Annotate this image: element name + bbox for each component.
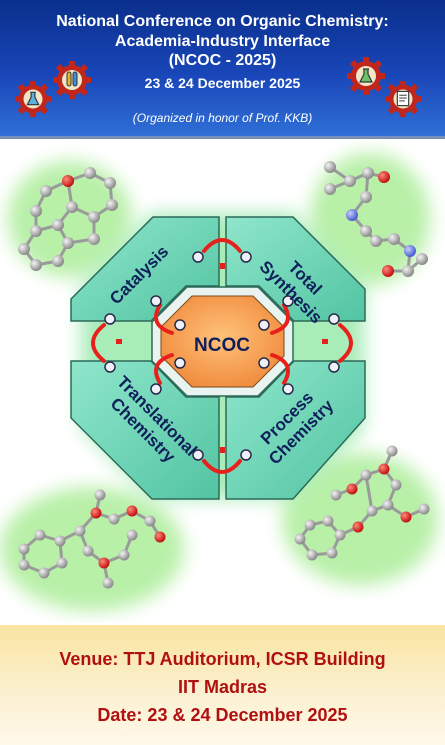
footer-date-text: Date: 23 & 24 December 2025 xyxy=(97,705,348,725)
header-banner: National Conference on Organic Chemistry… xyxy=(0,0,445,139)
institute-text: IIT Madras xyxy=(177,677,268,697)
conference-title-line2: Academia-Industry Interface xyxy=(114,33,331,50)
connector-nodes xyxy=(104,251,340,461)
venue-text: Venue: TTJ Auditorium, ICSR Building xyxy=(59,649,386,669)
conference-dates: 23 & 24 December 2025 xyxy=(144,75,301,91)
honor-note: (Organized in honor of Prof. KKB) xyxy=(132,111,313,125)
segment-process-chemistry xyxy=(225,360,366,500)
molecule-model-bottom-left xyxy=(0,487,184,611)
conference-title-line1: National Conference on Organic Chemistry… xyxy=(56,13,389,30)
gear-test-tube-icon xyxy=(53,61,91,99)
gear-flask-icon xyxy=(14,80,52,118)
molecule-model-top-left xyxy=(8,161,132,277)
gap-markers xyxy=(116,263,328,453)
conference-acronym: (NCOC - 2025) xyxy=(168,52,277,69)
gear-document-icon xyxy=(384,80,422,118)
connectors xyxy=(91,238,353,474)
center-octagon xyxy=(160,295,285,388)
ncoc-diagram: NCOC Catalysis Total Synthesis Translati… xyxy=(0,153,438,611)
molecule-model-bottom-right xyxy=(282,445,438,585)
molecule-model-top-right xyxy=(310,153,430,285)
segment-catalysis xyxy=(70,216,220,322)
center-label: NCOC xyxy=(194,335,250,356)
footer-venue-panel: Venue: TTJ Auditorium, ICSR Building IIT… xyxy=(0,625,445,745)
gear-flask-icon xyxy=(347,57,385,95)
